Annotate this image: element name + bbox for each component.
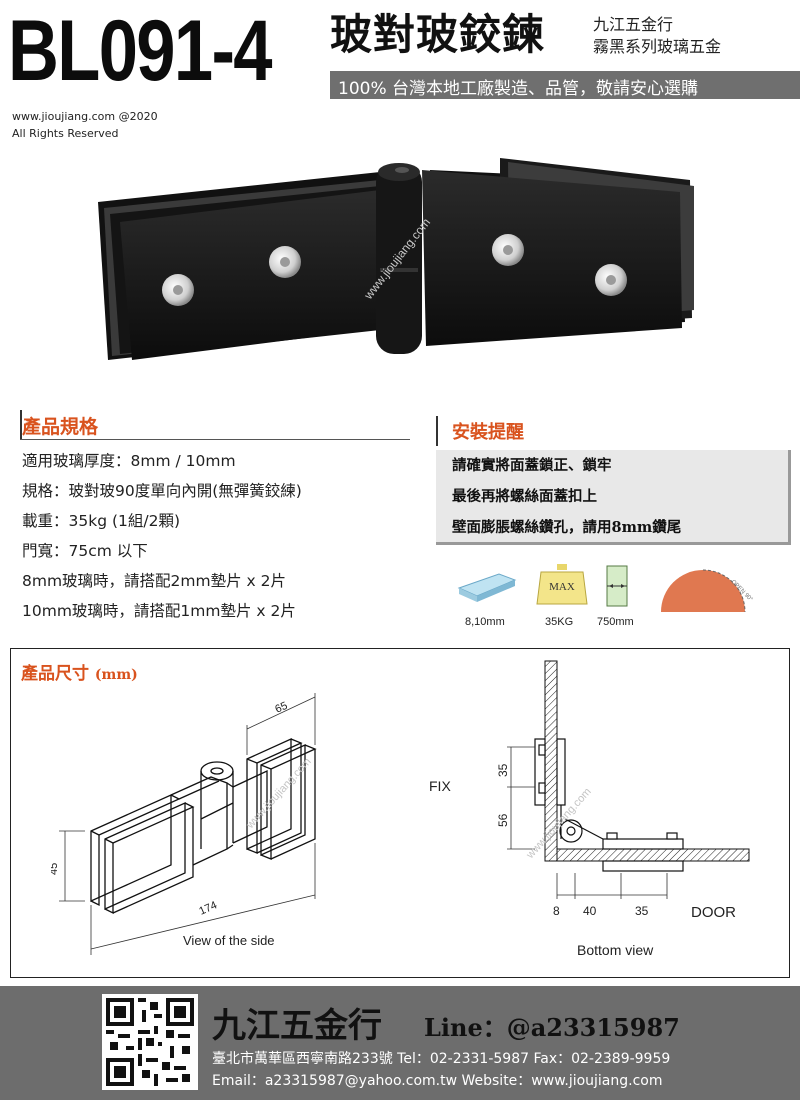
dim-174: 174 <box>197 899 219 917</box>
weight-max-text: MAX <box>549 581 575 593</box>
spec-title: 產品規格 <box>22 416 99 438</box>
brand-block: 九江五金行 霧黑系列玻璃五金 <box>593 14 721 58</box>
door-width-label: 750mm <box>597 616 634 628</box>
side-view-caption: View of the side <box>183 933 275 948</box>
dim-65: 65 <box>273 700 289 716</box>
footer-contact: Email：a23315987@yahoo.com.tw Website：www… <box>212 1073 663 1089</box>
qr-code-icon <box>106 998 194 1086</box>
copyright: www.jioujiang.com @2020 All Rights Reser… <box>12 108 158 142</box>
door-label: DOOR <box>691 904 736 921</box>
glass-thickness-icon <box>457 573 517 602</box>
dimensions-title-text: 產品尺寸 <box>21 664 89 684</box>
door-width-icon <box>606 565 628 607</box>
spec-list: 適用玻璃厚度：8mm / 10mm 規格：玻對玻90度單向內開(無彈簧鉸練) 載… <box>22 446 422 626</box>
left-plate <box>120 190 384 360</box>
spec-item: 8mm玻璃時，請搭配2mm墊片 x 2片 <box>22 572 287 590</box>
right-plate <box>422 170 682 346</box>
footer: 九江五金行 Line：@a23315987 臺北市萬華區西寧南路233號 Tel… <box>0 986 800 1100</box>
product-photo: www.jioujiang.com <box>98 158 694 360</box>
spec-icons: MAX OPEN 90° 8,10mm 35KG 750mm <box>455 560 775 635</box>
dimensions-unit: (mm) <box>94 667 138 683</box>
series-name: 霧黑系列玻璃五金 <box>593 37 722 56</box>
weight-icon: MAX <box>536 564 588 605</box>
copyright-rights: All Rights Reserved <box>12 127 119 140</box>
opening-angle-icon: OPEN 90° <box>661 569 754 613</box>
glass-thickness-label: 8,10mm <box>465 616 505 628</box>
footer-store-name: 九江五金行 <box>212 1006 382 1046</box>
spec-item: 10mm玻璃時，請搭配1mm墊片 x 2片 <box>22 602 296 620</box>
copyright-site: www.jioujiang.com @2020 <box>12 110 158 123</box>
install-item: 請確實將面蓋鎖正、鎖牢 <box>452 457 612 474</box>
dim-35-horizontal: 35 <box>635 904 649 918</box>
side-view-drawing: 65 174 45 www.jioujiang.com View of the … <box>51 693 317 955</box>
dim-35-vertical: 35 <box>496 763 510 777</box>
side-watermark: www.jioujiang.com <box>244 756 314 832</box>
dimensions-panel: 產品尺寸 (mm) <box>10 648 790 978</box>
fix-label: FIX <box>429 778 451 794</box>
bottom-view-drawing: 35 56 FIX 8 40 35 DOOR www.jioujiang.com… <box>429 660 750 958</box>
spec-item: 適用玻璃厚度：8mm / 10mm <box>22 452 236 470</box>
dim-56: 56 <box>496 813 510 827</box>
model-number: BL091-4 <box>8 3 273 99</box>
install-list: 請確實將面蓋鎖正、鎖牢 最後再將螺絲面蓋扣上 壁面膨脹螺絲鑽孔，請用8mm鑽尾 <box>436 450 791 545</box>
dim-40: 40 <box>583 904 597 918</box>
install-item: 壁面膨脹螺絲鑽孔，請用8mm鑽尾 <box>452 519 682 536</box>
dimensions-title: 產品尺寸 (mm) <box>21 659 138 684</box>
hinge-barrel <box>376 164 422 354</box>
spec-item: 門寬：75cm 以下 <box>22 542 148 560</box>
dim-45: 45 <box>51 863 60 875</box>
header: BL091-4 玻對玻鉸鍊 九江五金行 霧黑系列玻璃五金 100% 台灣本地工廠… <box>0 0 800 100</box>
spec-heading: 產品規格 <box>10 410 410 440</box>
tagline-bar: 100% 台灣本地工廠製造、品管，敬請安心選購 <box>330 71 800 99</box>
install-reminder: 安裝提醒 請確實將面蓋鎖正、鎖牢 最後再將螺絲面蓋扣上 壁面膨脹螺絲鑽孔，請用8… <box>436 410 791 545</box>
brand-name: 九江五金行 <box>593 15 674 34</box>
tagline: 100% 台灣本地工廠製造、品管，敬請安心選購 <box>338 79 699 99</box>
spec-item: 載重：35kg (1組/2顆) <box>22 512 181 530</box>
weight-label: 35KG <box>545 616 574 628</box>
qr-code[interactable] <box>102 994 198 1090</box>
install-item: 最後再將螺絲面蓋扣上 <box>452 488 597 505</box>
bottom-view-caption: Bottom view <box>577 942 654 958</box>
product-title: 玻對玻鉸鍊 <box>330 10 546 59</box>
dim-8: 8 <box>553 904 560 918</box>
footer-address: 臺北市萬華區西寧南路233號 Tel：02-2331-5987 Fax：02-2… <box>212 1051 671 1067</box>
spec-item: 規格：玻對玻90度單向內開(無彈簧鉸練) <box>22 482 302 500</box>
footer-line-id: Line：@a23315987 <box>424 1013 680 1042</box>
install-title: 安裝提醒 <box>452 422 524 443</box>
